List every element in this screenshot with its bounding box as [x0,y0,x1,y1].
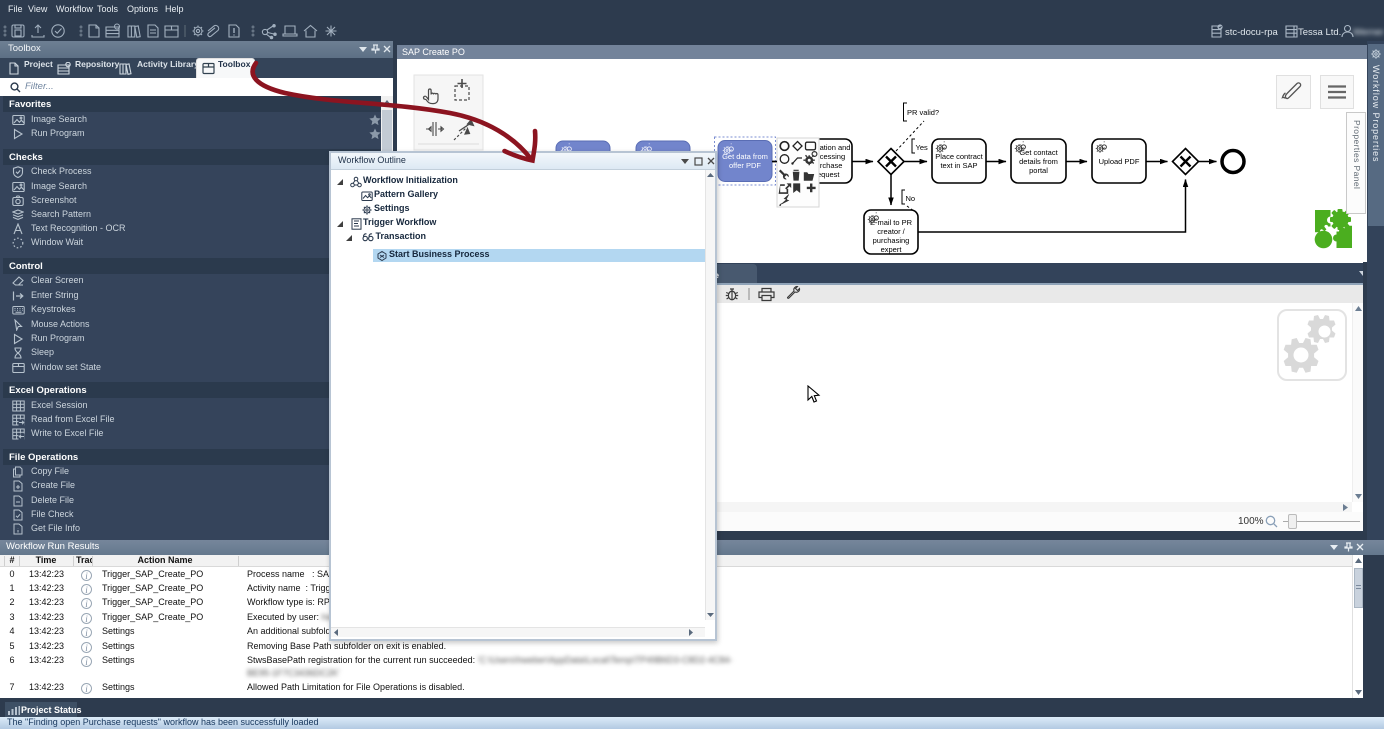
svg-text:purchase: purchase [812,161,843,170]
svg-text:Get contact: Get contact [1019,148,1058,157]
svg-text:text in SAP: text in SAP [940,161,977,170]
svg-text:creator /: creator / [877,227,905,236]
svg-text:Validation and: Validation and [804,143,851,152]
svg-text:No: No [906,194,916,203]
svg-text:PR valid?: PR valid? [907,108,939,117]
svg-text:Upload PDF: Upload PDF [1099,157,1140,166]
svg-text:processing: processing [809,152,845,161]
svg-text:portal: portal [1029,166,1048,175]
svg-text:E-mail to PR: E-mail to PR [870,218,913,227]
svg-text:Yes: Yes [916,143,928,152]
svg-text:details from: details from [1019,157,1058,166]
svg-text:expert: expert [881,245,903,254]
svg-text:Get data from: Get data from [722,152,768,161]
svg-text:Place contract: Place contract [935,152,983,161]
svg-text:offer PDF: offer PDF [729,161,761,170]
svg-text:purchasing: purchasing [873,236,910,245]
svg-text:request: request [814,170,840,179]
